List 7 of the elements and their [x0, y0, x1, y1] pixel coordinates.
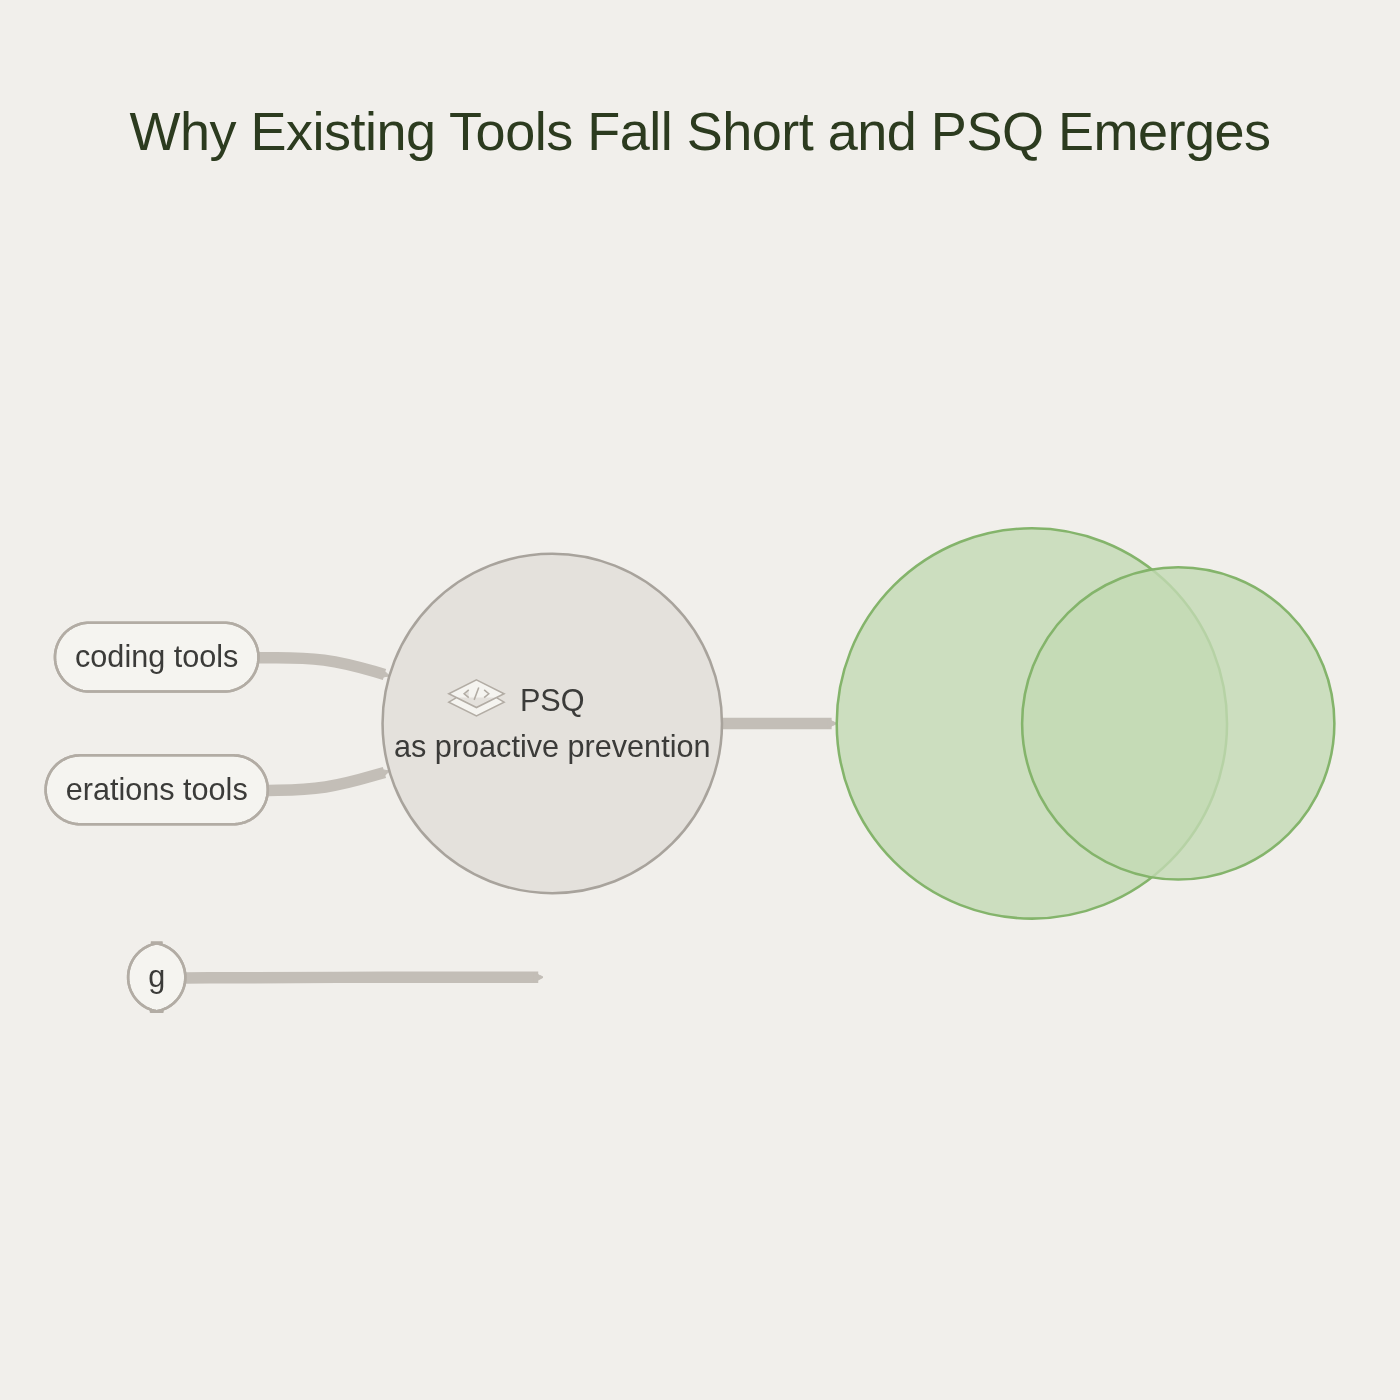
- arrow: [259, 651, 390, 680]
- arrow: [185, 971, 544, 984]
- arrow: [268, 766, 390, 797]
- node-circle: [1020, 566, 1336, 881]
- diagram-title: Why Existing Tools Fall Short and PSQ Emerges: [128, 100, 1272, 162]
- node-circle: PSQ as proactive prevention: [381, 552, 724, 895]
- arrow: [721, 717, 838, 730]
